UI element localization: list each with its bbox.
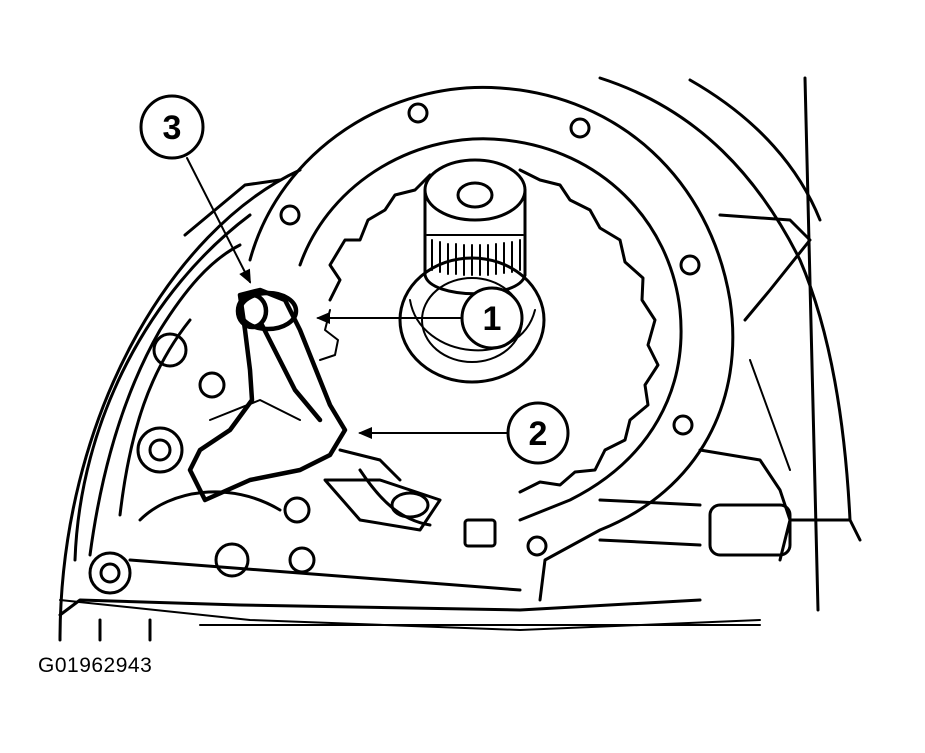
callout-3: 3 [139, 94, 205, 160]
callout-3-number: 3 [163, 109, 182, 147]
callout-2-number: 2 [529, 415, 548, 453]
pivot-pin [235, 290, 299, 332]
right-components [598, 213, 862, 562]
leader-lines [186, 157, 508, 439]
figure-id-label: G01962943 [38, 654, 153, 677]
oil-pan-edge [58, 598, 761, 642]
valve-body [88, 178, 522, 595]
input-shaft [398, 158, 546, 384]
leader-line-3 [186, 157, 251, 284]
manual-lever [187, 287, 348, 503]
pump-flange [248, 85, 735, 602]
callout-1: 1 [460, 286, 524, 350]
callout-2: 2 [506, 401, 570, 465]
callout-1-number: 1 [483, 300, 502, 338]
